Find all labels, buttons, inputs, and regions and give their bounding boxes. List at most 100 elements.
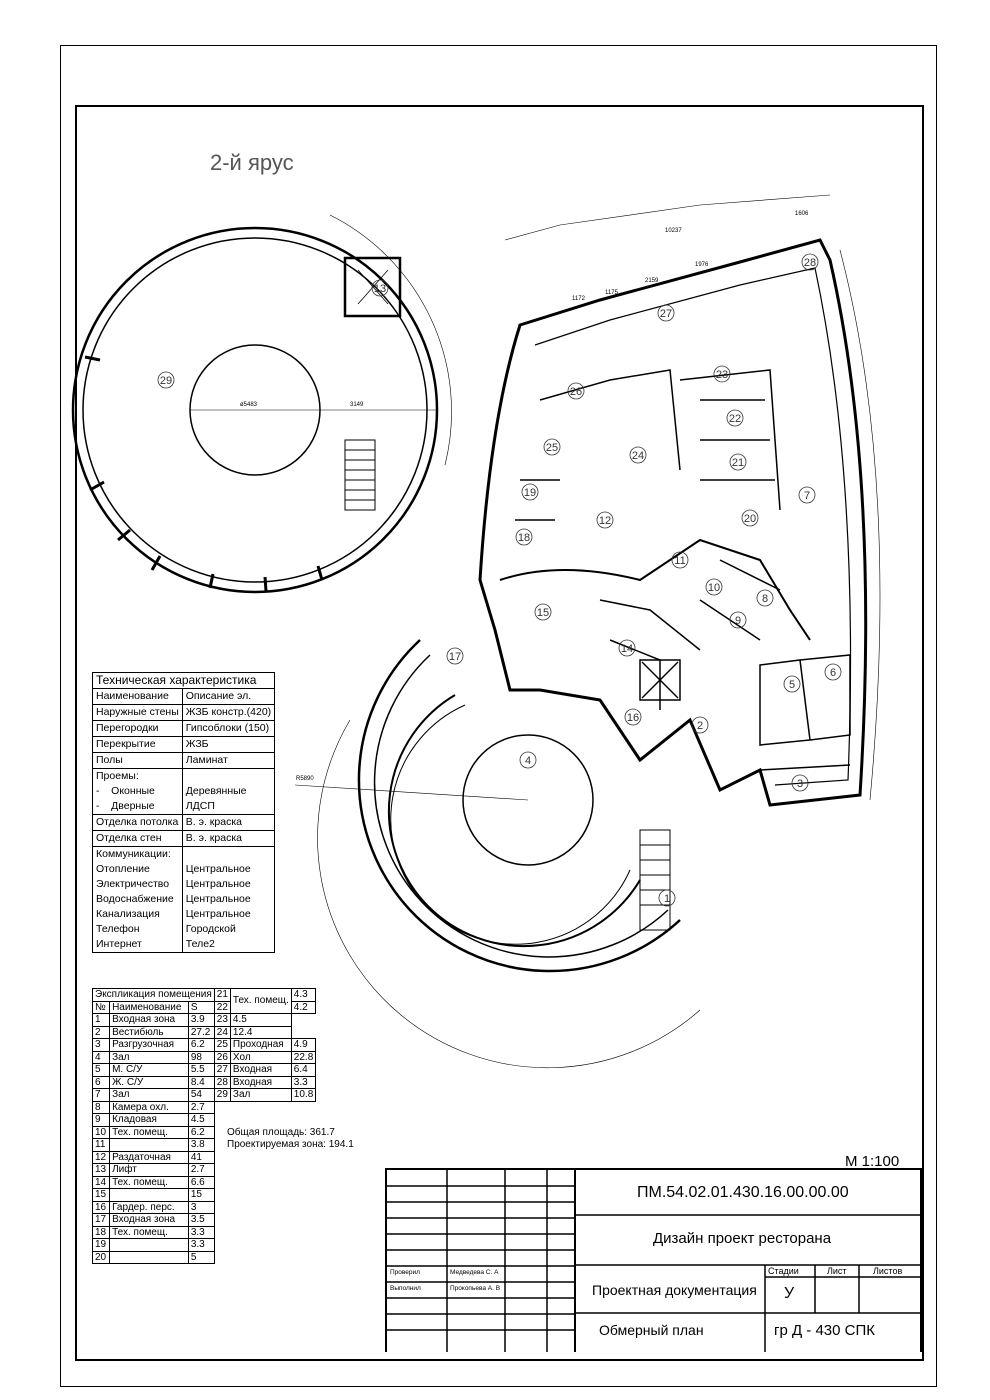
- room-area: 2.7: [187, 1163, 215, 1177]
- communication-value: Центральное: [185, 893, 251, 905]
- document-type: Проектная документация: [592, 1282, 757, 1298]
- round-hall-main: [294, 639, 701, 1069]
- expl-title: Экспликация помещения: [92, 988, 215, 1002]
- room-marker: [729, 611, 747, 629]
- col-area: S: [187, 1000, 215, 1014]
- room-marker: [713, 365, 731, 383]
- room-name: Кладовая: [109, 1113, 189, 1127]
- communications-label: Коммуникации:: [96, 848, 171, 860]
- room-number: 4: [525, 755, 531, 767]
- openings-label: Проемы:: [96, 770, 139, 782]
- dim-radius: 3149: [350, 402, 364, 408]
- room-no: 7: [91, 1088, 111, 1102]
- stage-value: У: [784, 1285, 795, 1302]
- room-area: 27.2: [187, 1025, 215, 1039]
- room-no: 14: [91, 1175, 111, 1189]
- room-name: [109, 1188, 189, 1202]
- room-number: 10: [708, 582, 720, 594]
- room-area: 15: [187, 1188, 215, 1202]
- sheet-name: Обмерный план: [599, 1322, 704, 1338]
- tech-key: Отделка потолка: [92, 814, 183, 831]
- room-no: 18: [91, 1225, 111, 1239]
- communication-value: Городской: [185, 923, 236, 935]
- communication-key: Электричество: [96, 878, 170, 890]
- room-name: Входная зона: [109, 1213, 189, 1227]
- room-marker: [515, 528, 533, 546]
- room-name: Разгрузочная: [109, 1038, 189, 1052]
- room-marker: [658, 889, 676, 907]
- room-area: 22.8: [290, 1050, 317, 1064]
- room-number: 13: [374, 283, 386, 295]
- room-name: Раздаточная: [109, 1150, 189, 1164]
- openings-key: Проемы: - Оконные - Дверные: [92, 768, 183, 815]
- room-area: 5.5: [187, 1063, 215, 1077]
- room-number: 19: [524, 487, 536, 499]
- room-name: [109, 1238, 189, 1252]
- dim-right-top: 1606: [795, 211, 809, 217]
- room-area: 41: [187, 1150, 215, 1164]
- room-name: Камера охл.: [109, 1100, 189, 1114]
- room-name: [109, 1250, 189, 1264]
- done-label: Выполнил: [390, 1285, 421, 1292]
- room-area: 6.2: [187, 1125, 215, 1139]
- room-marker: [618, 639, 636, 657]
- checked-name: Медведева С. А: [450, 1269, 499, 1276]
- room-number: 26: [570, 386, 582, 398]
- room-no: 15: [91, 1188, 111, 1202]
- room-no: 28: [213, 1075, 231, 1089]
- dash: -: [96, 785, 100, 797]
- tech-key: Полы: [92, 752, 183, 769]
- room-marker: [791, 774, 809, 792]
- room-area: 4.5: [229, 1013, 292, 1027]
- room-name: Входная: [229, 1063, 292, 1077]
- room-no: 10: [91, 1125, 111, 1139]
- room-name: Ж. С/У: [109, 1075, 189, 1089]
- room-no: 4: [91, 1050, 111, 1064]
- room-marker: [519, 751, 537, 769]
- tech-key: Перекрытие: [92, 736, 183, 753]
- room-number: 21: [732, 457, 744, 469]
- sheets-header: Листов: [873, 1266, 903, 1276]
- room-no: 2: [91, 1025, 111, 1039]
- room-marker: [521, 483, 539, 501]
- room-marker: [691, 716, 709, 734]
- communication-key: Телефон: [96, 923, 140, 935]
- room-no: 27: [213, 1063, 231, 1077]
- room-marker: [798, 486, 816, 504]
- doors-label: Дверные: [111, 800, 155, 812]
- room-name: Входная: [229, 1075, 292, 1089]
- done-name: Прокопьева А. В: [450, 1285, 501, 1292]
- room-name: [109, 1138, 189, 1152]
- total-area: Общая площадь: 361.7: [227, 1127, 335, 1138]
- room-marker: [783, 675, 801, 693]
- room-no: 29: [213, 1088, 231, 1102]
- room-marker: [157, 371, 175, 389]
- project-area: Проектируемая зона: 194.1: [227, 1139, 354, 1150]
- room-number: 5: [789, 679, 795, 691]
- room-name: Вестибюль: [109, 1025, 189, 1039]
- dash: -: [96, 800, 100, 812]
- room-name: Тех. помещ.: [109, 1175, 189, 1189]
- tech-value: В. э. краска: [181, 814, 276, 831]
- room-no: 19: [91, 1238, 111, 1252]
- dim-c: 1172: [572, 296, 586, 302]
- room-area: 4.5: [187, 1113, 215, 1127]
- room-name: Тех. помещ.: [109, 1125, 189, 1139]
- communication-key: Водоснабжение: [96, 893, 174, 905]
- room-area: 6.6: [187, 1175, 215, 1189]
- room-name: Зал: [109, 1050, 189, 1064]
